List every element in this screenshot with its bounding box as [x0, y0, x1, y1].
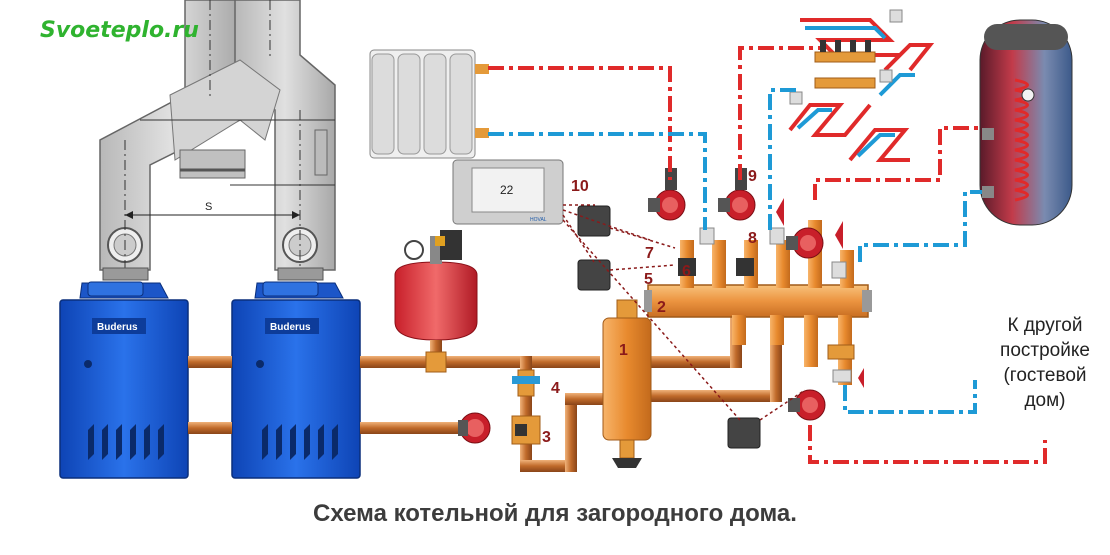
control-wiring — [562, 204, 806, 421]
expansion-vessel — [394, 230, 478, 373]
boiler-right: Buderus — [231, 281, 361, 479]
callout-7: 7 — [645, 245, 654, 262]
supply-lines — [488, 46, 1047, 464]
chimney-dimension-label: S — [205, 201, 212, 213]
callout-numbers: 1 2 3 4 5 6 7 8 9 10 — [542, 168, 757, 446]
underfloor-manifold — [789, 9, 903, 105]
controller-brand: HOVAL — [530, 217, 547, 223]
boiler-left-brand: Buderus — [97, 322, 138, 333]
boiler-loop-pump — [458, 412, 491, 444]
return-lines — [488, 88, 982, 414]
note-line-2: постройке — [1000, 340, 1090, 361]
underfloor-heating-loops — [788, 18, 935, 162]
hydraulic-separator — [602, 299, 652, 468]
callout-4: 4 — [551, 380, 560, 397]
note-line-4: дом) — [1024, 390, 1066, 411]
callout-5: 5 — [644, 271, 653, 288]
callout-1: 1 — [619, 342, 628, 359]
site-watermark: Svoeteplo.ru — [40, 18, 199, 43]
boiler-right-brand: Buderus — [270, 322, 311, 333]
note-line-3: (гостевой — [1003, 365, 1087, 386]
hot-water-tank — [979, 19, 1073, 226]
callout-10: 10 — [571, 178, 589, 195]
three-way-valve — [511, 369, 541, 445]
note-line-1: К другой — [1007, 315, 1083, 336]
callout-6: 6 — [682, 263, 691, 280]
callout-2: 2 — [657, 299, 666, 316]
radiator — [369, 49, 489, 159]
diagram-caption: Схема котельной для загородного дома. — [313, 500, 797, 527]
distribution-manifold — [644, 168, 872, 421]
other-building-note: К другой постройке (гостевой дом) — [980, 313, 1110, 413]
heating-controller: 22 HOVAL — [452, 159, 564, 225]
callout-9: 9 — [748, 168, 757, 185]
callout-8: 8 — [748, 230, 757, 247]
boiler-left: Buderus — [59, 281, 189, 479]
chimney-system: S — [99, 0, 336, 281]
controller-display: 22 — [500, 183, 514, 197]
callout-3: 3 — [542, 429, 551, 446]
